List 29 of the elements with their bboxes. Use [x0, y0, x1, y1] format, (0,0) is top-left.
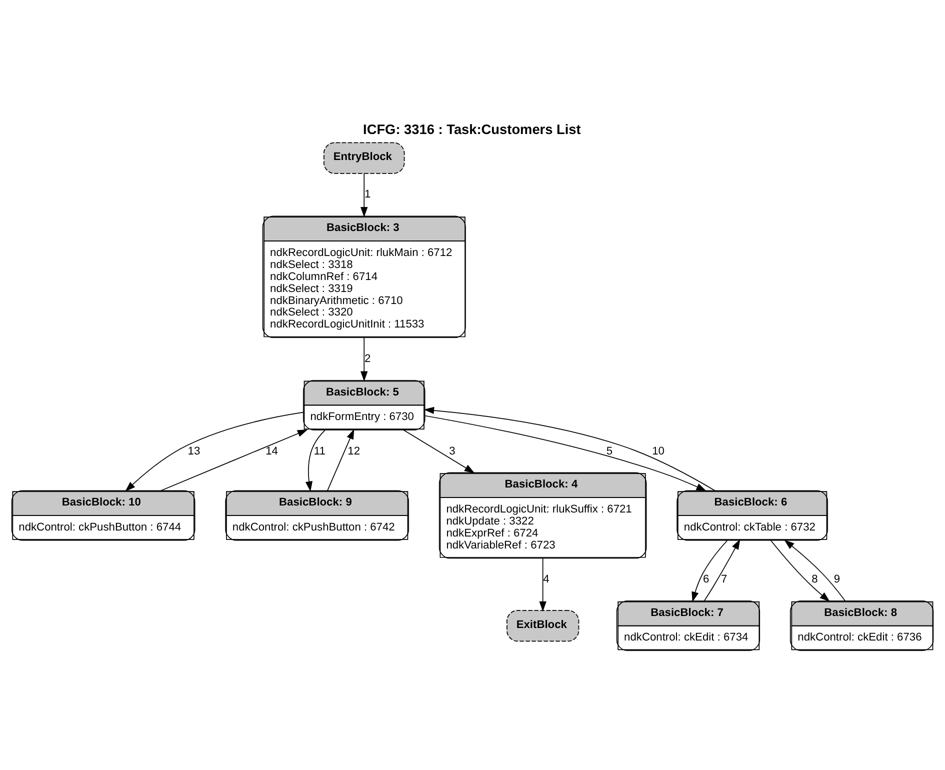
arrow [692, 540, 728, 602]
arrow [327, 428, 354, 491]
arrow [770, 540, 830, 602]
diagram-title: ICFG: 3316 : Task:Customers List [363, 121, 581, 136]
node-box: ExitBlock [506, 609, 580, 642]
edge-label: 4 [543, 573, 550, 586]
arrow [160, 429, 308, 491]
arrow [403, 429, 475, 473]
edge-label: 7 [721, 573, 728, 586]
edge-label: 5 [606, 444, 613, 457]
edge-label: 1 [364, 188, 371, 200]
edge-label: 8 [812, 573, 818, 586]
arrow [360, 336, 368, 382]
edge-label: 3 [449, 444, 456, 457]
edge-label: 12 [348, 444, 360, 457]
arrow [360, 172, 368, 217]
edge-label: 11 [314, 444, 326, 457]
edge-label: 14 [266, 444, 278, 457]
arrow [539, 557, 546, 612]
arrow [704, 538, 740, 601]
arrow [784, 539, 846, 601]
arrow [305, 429, 326, 492]
arrow [125, 411, 304, 492]
edge-label: 9 [834, 573, 840, 586]
node-box: EntryBlock [324, 142, 405, 174]
edge-label: 10 [652, 444, 664, 457]
edge-label: 13 [188, 444, 200, 457]
edge-label: 2 [364, 352, 371, 364]
edge-label: 6 [703, 573, 710, 586]
